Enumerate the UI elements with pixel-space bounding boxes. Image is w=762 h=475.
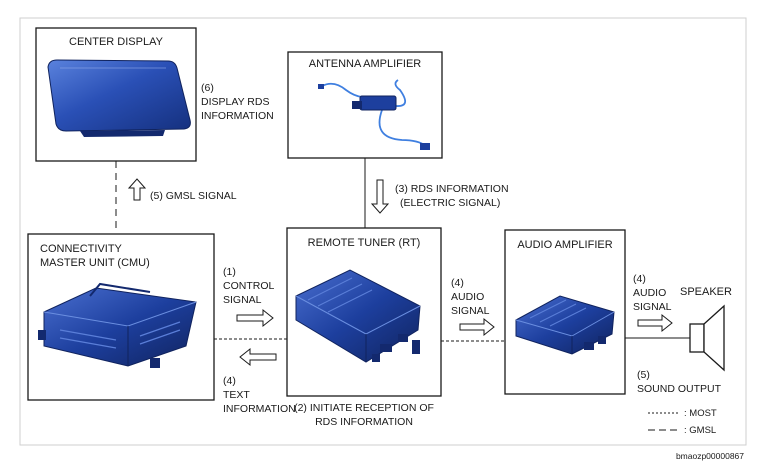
signal-4b-number: (4) xyxy=(633,273,646,285)
antenna-amplifier-image xyxy=(318,79,430,150)
signal-1-number: (1) xyxy=(223,266,236,278)
arrow-down-rds xyxy=(370,179,390,214)
signal-2-line2: RDS INFORMATION xyxy=(315,416,413,428)
remote-tuner-title: REMOTE TUNER (RT) xyxy=(308,237,421,249)
signal-4a-number: (4) xyxy=(451,277,464,289)
cmu-title-line1: CONNECTIVITY xyxy=(40,243,123,255)
cmu-image xyxy=(38,282,197,368)
signal-3-line2: (ELECTRIC SIGNAL) xyxy=(400,197,500,209)
antenna-amplifier-box: ANTENNA AMPLIFIER xyxy=(287,51,443,159)
arrow-left-text xyxy=(239,347,277,367)
signal-1-line1: CONTROL xyxy=(223,280,274,292)
signal-4b-line2: SIGNAL xyxy=(633,301,672,313)
cmu-box: CONNECTIVITY MASTER UNIT (CMU) xyxy=(27,233,215,401)
signal-4-text-line2: INFORMATION xyxy=(223,403,296,415)
signal-4-text-line1: TEXT xyxy=(223,389,250,401)
figure-id: bmaozp00000867 xyxy=(676,451,744,461)
signal-1-line2: SIGNAL xyxy=(223,294,262,306)
outer-frame xyxy=(19,17,747,446)
legend-gmsl-label: : GMSL xyxy=(684,425,716,436)
signal-2-line1: (2) INITIATE RECEPTION OF xyxy=(294,402,434,414)
remote-tuner-image xyxy=(295,269,421,363)
arrow-right-audio-a xyxy=(459,317,495,337)
arrow-right-control xyxy=(236,308,274,328)
audio-amplifier-image xyxy=(515,295,615,355)
legend-most-label: : MOST xyxy=(684,408,717,419)
cmu-title-line2: MASTER UNIT (CMU) xyxy=(40,257,150,269)
signal-4b-line1: AUDIO xyxy=(633,287,666,299)
antenna-amplifier-title: ANTENNA AMPLIFIER xyxy=(309,58,422,70)
signal-6-number: (6) xyxy=(201,82,214,94)
signal-5-number: (5) xyxy=(637,369,650,381)
signal-4a-line2: SIGNAL xyxy=(451,305,490,317)
signal-5-line1: SOUND OUTPUT xyxy=(637,383,722,395)
remote-tuner-box: REMOTE TUNER (RT) xyxy=(286,227,442,397)
arrow-up-gmsl xyxy=(127,178,147,201)
audio-amplifier-box: AUDIO AMPLIFIER xyxy=(504,229,626,395)
signal-6-line1: DISPLAY RDS xyxy=(201,96,269,108)
signal-4a-line1: AUDIO xyxy=(451,291,484,303)
signal-5-gmsl: (5) GMSL SIGNAL xyxy=(150,190,237,202)
center-display-box: CENTER DISPLAY xyxy=(35,27,197,162)
center-display-title: CENTER DISPLAY xyxy=(69,36,164,48)
arrow-right-audio-b xyxy=(637,313,673,333)
signal-3-line1: (3) RDS INFORMATION xyxy=(395,183,509,195)
speaker-title: SPEAKER xyxy=(680,286,732,298)
center-display-image xyxy=(47,59,191,137)
audio-amplifier-title: AUDIO AMPLIFIER xyxy=(517,239,612,251)
speaker-icon xyxy=(689,304,725,372)
signal-4-text-number: (4) xyxy=(223,375,236,387)
signal-6-line2: INFORMATION xyxy=(201,110,274,122)
legend: : MOST : GMSL xyxy=(648,408,717,436)
